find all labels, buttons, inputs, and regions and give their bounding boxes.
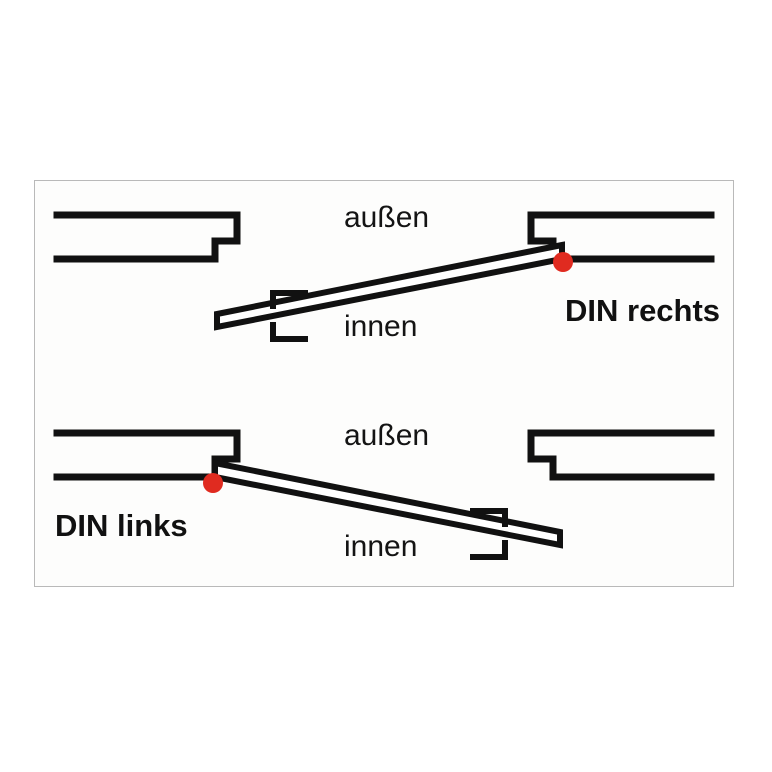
wall-right-bottom [527, 429, 715, 481]
door-handle-bottom [470, 508, 508, 560]
hinge-marker-bottom [203, 473, 223, 493]
label-innen-top: innen [344, 310, 417, 343]
door-leaf-bottom [212, 459, 563, 549]
din-rechts-diagram: außen innen DIN rechts [53, 201, 720, 343]
door-handle-top [270, 290, 308, 342]
wall-left-bottom [53, 429, 241, 481]
label-din-rechts: DIN rechts [565, 293, 720, 328]
label-din-links: DIN links [55, 508, 188, 543]
wall-right-top [527, 211, 715, 263]
door-handing-diagram: außen innen DIN rechts [53, 201, 720, 563]
diagram-frame: außen innen DIN rechts [34, 180, 734, 587]
label-aussen-top: außen [344, 201, 429, 234]
hinge-marker-top [553, 252, 573, 272]
label-innen-bottom: innen [344, 530, 417, 563]
label-aussen-bottom: außen [344, 419, 429, 452]
din-links-diagram: außen innen DIN links [53, 419, 715, 563]
wall-left-top [53, 211, 241, 263]
